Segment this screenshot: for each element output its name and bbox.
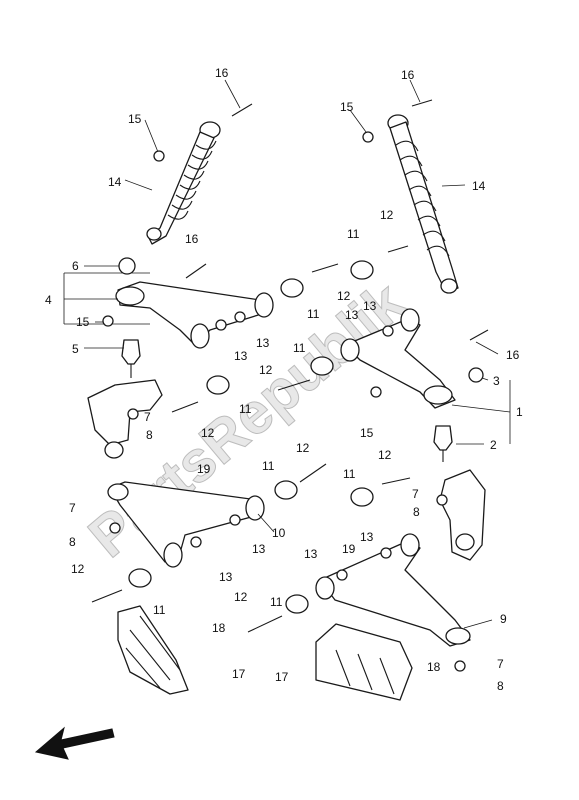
callout-17-right: 17: [275, 670, 289, 684]
callout-15-right-top: 15: [340, 100, 354, 114]
left-shock-absorber[interactable]: [146, 121, 221, 245]
right-shock-absorber[interactable]: [387, 114, 459, 294]
callout-19-right: 19: [342, 542, 356, 556]
callout-5: 5: [72, 342, 79, 356]
callout-16-left-mid: 16: [185, 232, 199, 246]
right-knuckle[interactable]: [439, 469, 486, 561]
callout-17-left: 17: [232, 667, 246, 681]
right-guard[interactable]: [315, 623, 413, 701]
callout-12-e: 12: [296, 441, 310, 455]
callout-6: 6: [72, 259, 79, 273]
callout-11-g: 11: [153, 603, 166, 617]
callout-11-d: 11: [239, 402, 252, 416]
left-ball-joint[interactable]: [121, 339, 141, 378]
callout-8-left-upper: 8: [146, 428, 153, 442]
bolts[interactable]: [91, 99, 489, 633]
bushings[interactable]: [128, 260, 374, 614]
left-upper-arm[interactable]: [115, 281, 274, 349]
right-lower-arm[interactable]: [315, 533, 471, 647]
callout-7-left-upper: 7: [144, 410, 151, 424]
callout-7-left-lower: 7: [69, 501, 76, 515]
callout-12-g: 12: [71, 562, 85, 576]
callout-3: 3: [493, 374, 500, 388]
callout-13-b: 13: [345, 308, 359, 322]
callout-14-right: 14: [472, 179, 486, 193]
callout-13-c: 13: [256, 336, 270, 350]
callout-8-right-lower: 8: [497, 679, 504, 693]
callout-13-d: 13: [234, 349, 248, 363]
callout-11-b: 11: [307, 307, 320, 321]
callout-15-left-mid: 15: [76, 315, 90, 329]
callout-11-e: 11: [262, 459, 275, 473]
callout-15-left-top: 15: [128, 112, 142, 126]
callout-16-left-top: 16: [215, 66, 229, 80]
callout-19-left: 19: [197, 462, 211, 476]
callout-11-a: 11: [347, 227, 360, 241]
callout-11-h: 11: [270, 595, 283, 609]
callout-12-c: 12: [259, 363, 273, 377]
right-ball-joint[interactable]: [433, 425, 453, 462]
callout-8-left-lower: 8: [69, 535, 76, 549]
callout-18-left: 18: [212, 621, 226, 635]
callout-12-a: 12: [380, 208, 394, 222]
callout-16-right-top: 16: [401, 68, 415, 82]
front-arrow-icon: [34, 726, 115, 760]
callout-8-right-upper: 8: [413, 505, 420, 519]
callout-16-right-mid: 16: [506, 348, 520, 362]
callout-11-c: 11: [293, 341, 306, 355]
callout-13-g: 13: [304, 547, 318, 561]
nuts-and-clips[interactable]: [102, 131, 484, 672]
left-lower-arm[interactable]: [107, 481, 265, 568]
left-guard[interactable]: [117, 605, 189, 695]
callout-15-right-mid: 15: [360, 426, 374, 440]
callout-12-h: 12: [234, 590, 248, 604]
left-knuckle[interactable]: [87, 379, 163, 459]
callout-13-h: 13: [219, 570, 233, 584]
callout-labels: 1 2 3 4 5 6 7 7 7 7 8 8 8 8 9 10 11 11 1…: [45, 66, 523, 693]
callout-2: 2: [490, 438, 497, 452]
callout-7-right-lower: 7: [497, 657, 504, 671]
callout-13-f: 13: [252, 542, 266, 556]
callout-10: 10: [272, 526, 286, 540]
callout-1: 1: [516, 405, 523, 419]
callout-12-f: 12: [378, 448, 392, 462]
callout-7-right-upper: 7: [412, 487, 419, 501]
right-upper-arm[interactable]: [340, 308, 456, 409]
callout-14-left: 14: [108, 175, 122, 189]
callout-13-a: 13: [363, 299, 377, 313]
callout-18-right: 18: [427, 660, 441, 674]
callout-9: 9: [500, 612, 507, 626]
callout-4: 4: [45, 293, 52, 307]
callout-11-f: 11: [343, 467, 356, 481]
callout-12-d: 12: [201, 426, 215, 440]
callout-12-b: 12: [337, 289, 351, 303]
callout-13-e: 13: [360, 530, 374, 544]
